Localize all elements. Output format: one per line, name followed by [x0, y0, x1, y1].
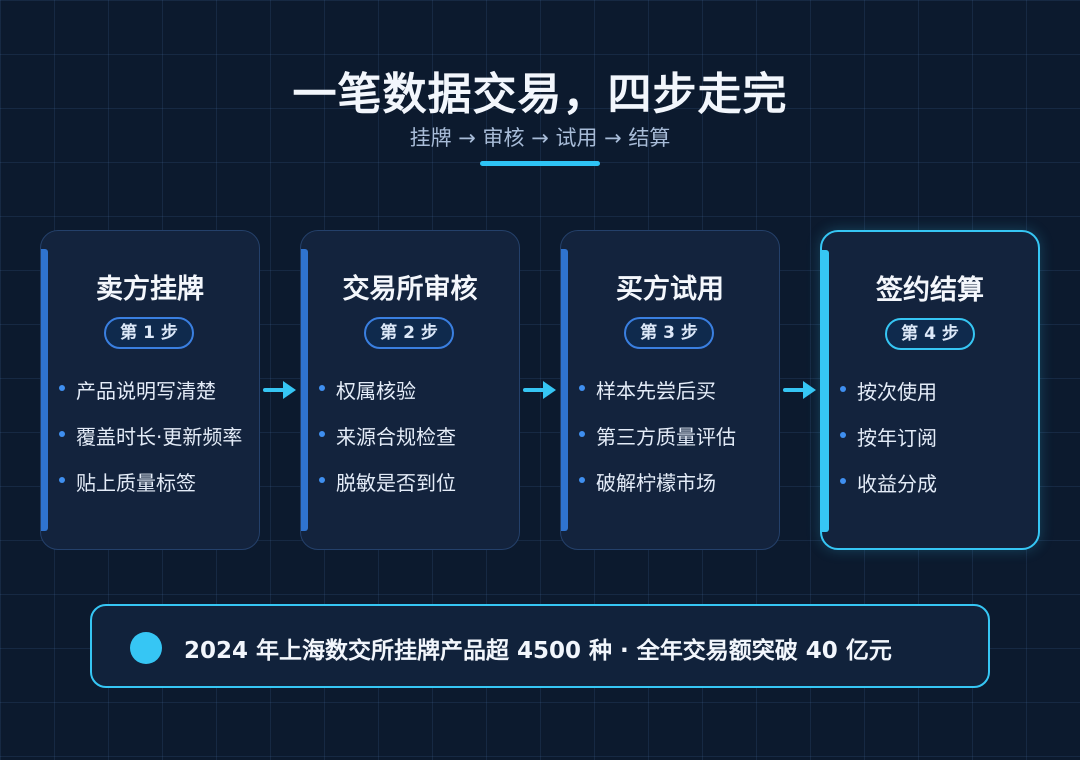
list-item: 权属核验 [319, 375, 456, 421]
step-title: 买方试用 [616, 274, 724, 305]
arrow-right-icon [523, 381, 556, 399]
bullet-dot-icon [840, 478, 846, 484]
item-text: 贴上质量标签 [76, 471, 196, 495]
bullet-dot-icon [579, 431, 585, 437]
bullet-dot-icon [319, 385, 325, 391]
list-item: 贴上质量标签 [59, 467, 242, 513]
bullet-dot-icon [319, 431, 325, 437]
item-text: 收益分成 [857, 472, 937, 496]
item-text: 样本先尝后买 [596, 379, 716, 403]
item-text: 覆盖时长·更新频率 [76, 425, 243, 449]
card-accent-bar [822, 250, 829, 532]
item-text: 产品说明写清楚 [76, 379, 216, 403]
item-text: 按次使用 [857, 380, 937, 404]
summary-banner: 2024 年上海数交所挂牌产品超 4500 种 · 全年交易额突破 40 亿元 [90, 604, 990, 688]
item-text: 脱敏是否到位 [336, 471, 456, 495]
list-item: 按年订阅 [840, 422, 937, 468]
card-accent-bar [41, 249, 48, 531]
step-card-1: 卖方挂牌 第 1 步 产品说明写清楚 覆盖时长·更新频率 贴上质量标签 [40, 230, 260, 550]
arrow-right-icon [263, 381, 296, 399]
step-card-2: 交易所审核 第 2 步 权属核验 来源合规检查 脱敏是否到位 [300, 230, 520, 550]
step-card-3: 买方试用 第 3 步 样本先尝后买 第三方质量评估 破解柠檬市场 [560, 230, 780, 550]
step-card-4: 签约结算 第 4 步 按次使用 按年订阅 收益分成 [820, 230, 1040, 550]
card-accent-bar [301, 249, 308, 531]
page-subtitle: 挂牌 → 审核 → 试用 → 结算 [409, 126, 671, 150]
bullet-dot-icon [59, 477, 65, 483]
step-item-list: 样本先尝后买 第三方质量评估 破解柠檬市场 [579, 375, 736, 513]
list-item: 覆盖时长·更新频率 [59, 421, 242, 467]
item-text: 按年订阅 [857, 426, 937, 450]
bullet-dot-icon [319, 477, 325, 483]
list-item: 破解柠檬市场 [579, 467, 736, 513]
step-item-list: 产品说明写清楚 覆盖时长·更新频率 贴上质量标签 [59, 375, 242, 513]
item-text: 权属核验 [336, 379, 416, 403]
list-item: 脱敏是否到位 [319, 467, 456, 513]
card-accent-bar [561, 249, 568, 531]
page-title: 一笔数据交易，四步走完 [292, 69, 788, 120]
list-item: 样本先尝后买 [579, 375, 736, 421]
title-underline [480, 161, 600, 166]
list-item: 按次使用 [840, 376, 937, 422]
circle-dot-icon [130, 632, 162, 664]
summary-text: 2024 年上海数交所挂牌产品超 4500 种 · 全年交易额突破 40 亿元 [184, 638, 892, 664]
bullet-dot-icon [579, 477, 585, 483]
bullet-dot-icon [579, 385, 585, 391]
step-item-list: 按次使用 按年订阅 收益分成 [840, 376, 937, 514]
arrow-right-icon [783, 381, 816, 399]
step-item-list: 权属核验 来源合规检查 脱敏是否到位 [319, 375, 456, 513]
list-item: 第三方质量评估 [579, 421, 736, 467]
bullet-dot-icon [840, 386, 846, 392]
bullet-dot-icon [59, 385, 65, 391]
step-badge: 第 4 步 [885, 318, 975, 350]
list-item: 来源合规检查 [319, 421, 456, 467]
list-item: 产品说明写清楚 [59, 375, 242, 421]
list-item: 收益分成 [840, 468, 937, 514]
item-text: 来源合规检查 [336, 425, 456, 449]
bullet-dot-icon [59, 431, 65, 437]
step-title: 卖方挂牌 [96, 274, 204, 305]
item-text: 第三方质量评估 [596, 425, 736, 449]
step-badge: 第 2 步 [364, 317, 454, 349]
step-title: 签约结算 [876, 275, 984, 306]
step-badge: 第 1 步 [104, 317, 194, 349]
step-badge: 第 3 步 [624, 317, 714, 349]
step-title: 交易所审核 [342, 274, 478, 305]
bullet-dot-icon [840, 432, 846, 438]
item-text: 破解柠檬市场 [596, 471, 716, 495]
